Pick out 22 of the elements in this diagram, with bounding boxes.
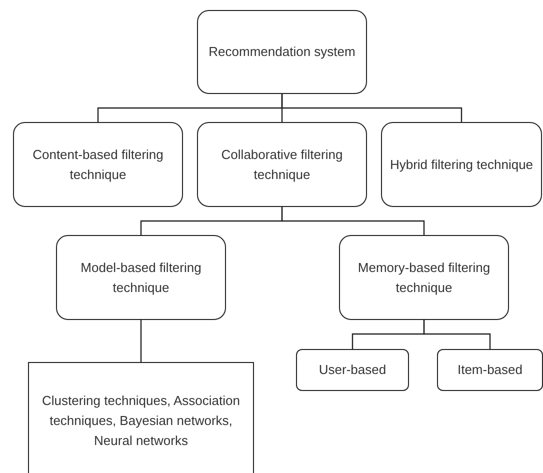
node-label: Content-based filtering technique xyxy=(32,146,164,184)
node-label: Item-based xyxy=(457,361,523,379)
node-label: Recommendation system xyxy=(208,43,356,61)
rounded-box xyxy=(296,349,409,391)
rounded-box xyxy=(197,122,367,207)
list-box xyxy=(28,362,254,473)
rounded-box xyxy=(13,122,183,207)
node-label: Collaborative filtering technique xyxy=(220,146,344,184)
node-label: Model-based filtering technique xyxy=(80,258,202,297)
node-label: Hybrid filtering technique xyxy=(390,156,534,174)
rounded-box xyxy=(56,235,226,320)
connector-line xyxy=(423,320,491,349)
connector-line xyxy=(140,320,142,362)
node-label: Clustering techniques, Association techniques, Bayesian networks, Neural networks xyxy=(40,392,241,450)
rounded-box xyxy=(197,10,367,94)
node-label: User-based xyxy=(318,361,386,379)
rounded-box xyxy=(437,349,543,391)
rounded-box xyxy=(381,122,542,207)
node-label: Memory-based filtering technique xyxy=(356,258,492,297)
rounded-box xyxy=(339,235,509,320)
connector-line xyxy=(281,207,425,235)
connector-line xyxy=(281,94,462,122)
